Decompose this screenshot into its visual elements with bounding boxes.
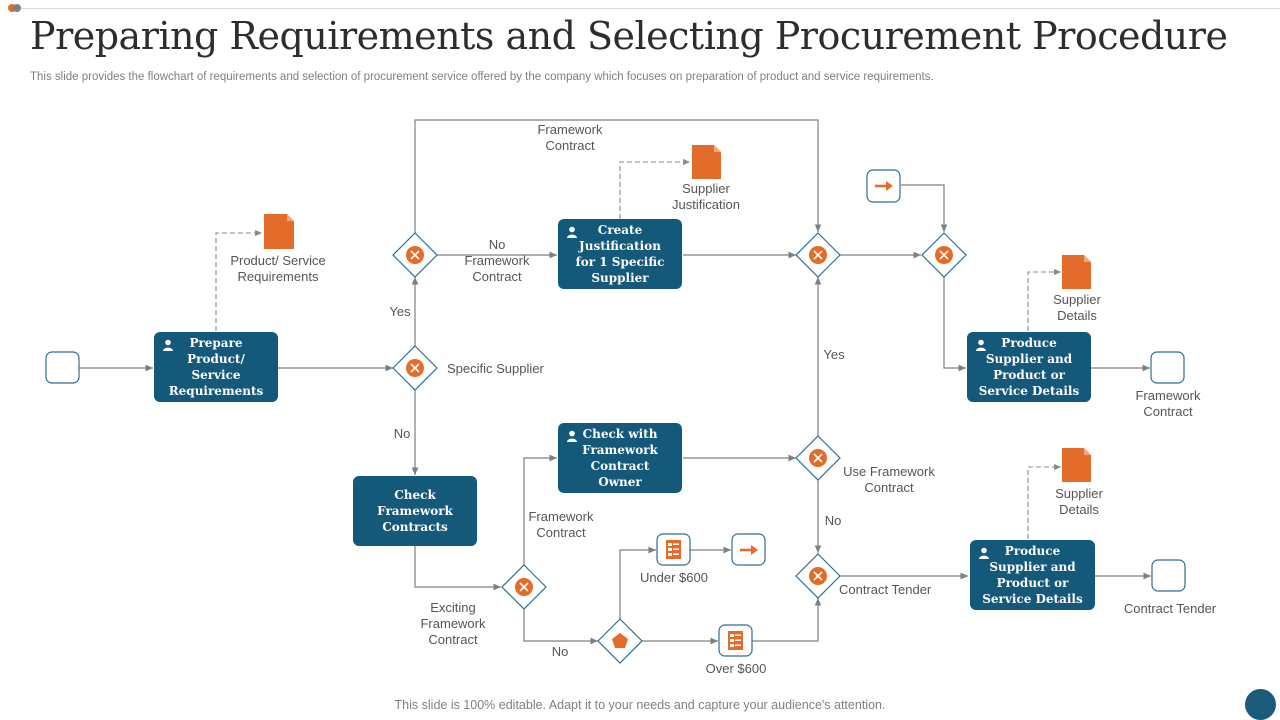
slide-subtitle: This slide provides the flowchart of req… [30,71,934,83]
top-divider [20,8,1280,9]
task-prepare-requirements[interactable]: Prepare Product/ Service Requirements [154,332,278,402]
x-gateway-icon [795,553,841,599]
task-check-framework-owner[interactable]: Check with Framework Contract Owner [558,423,682,493]
person-icon [567,226,577,238]
label-product-requirements: Product/ Service Requirements [230,253,326,284]
association-line [1027,463,1061,539]
pentagon-icon [597,618,643,664]
label-framework-contract-end: Framework Contract [1135,388,1201,419]
document-icon [264,214,294,249]
label-contract-tender-end: Contract Tender [1123,601,1217,616]
x-gateway-icon [795,232,841,278]
arrow-right-icon [731,533,766,566]
task-produce-supplier-details-top[interactable]: Produce Supplier and Product or Service … [967,332,1091,402]
person-icon [979,547,989,559]
connector [901,184,948,232]
label-use-framework-contract: Use Framework Contract [843,464,935,495]
task-label: Check with Framework Contract Owner [582,427,658,489]
label-under-600: Under $600 [640,570,708,585]
footer-note: This slide is 100% editable. Adapt it to… [394,698,886,712]
connector [619,546,656,619]
connector [414,546,501,591]
label-supplier-details-bottom: Supplier Details [1055,486,1103,517]
association-line [1027,268,1061,331]
label-exciting-framework-contract: Exciting Framework Contract [420,600,486,647]
start-event [45,351,80,384]
association-line [215,229,262,331]
label-contract-tender-gateway: Contract Tender [839,582,932,597]
x-gateway-icon [392,232,438,278]
document-icon [1062,448,1091,482]
end-event-framework-contract [1150,351,1185,384]
connector [523,454,557,565]
corner-badge [1245,689,1276,720]
x-gateway-icon [795,435,841,481]
connector [414,119,822,233]
x-gateway-icon [501,564,547,610]
connector [523,609,598,645]
form-icon [656,533,691,566]
label-specific-supplier: Specific Supplier [447,361,544,376]
task-produce-supplier-details-bottom[interactable]: Produce Supplier and Product or Service … [970,540,1095,610]
person-icon [163,339,173,351]
arrow-right-icon [866,169,901,203]
label-framework-contract-mid: Framework Contract [528,509,594,540]
task-label: Produce Supplier and Product or Service … [978,336,1080,398]
document-icon [1062,255,1091,289]
connector [752,598,822,642]
label-yes-right: Yes [823,347,845,362]
x-gateway-icon [921,232,967,278]
label-supplier-justification: Supplier Justification [672,181,740,212]
label-no-bottom: No [551,644,569,659]
label-no-left: No [393,426,411,441]
task-label: Prepare Product/ Service Requirements [168,336,264,398]
x-gateway-icon [392,345,438,391]
person-icon [567,430,577,442]
label-over-600: Over $600 [705,661,767,676]
label-supplier-details-top: Supplier Details [1053,292,1101,323]
form-icon [718,624,753,657]
label-yes-left: Yes [389,304,411,319]
end-event-contract-tender [1151,559,1186,592]
slide-title: Preparing Requirements and Selecting Pro… [30,14,1228,58]
connector [943,277,966,372]
person-icon [976,339,986,351]
task-label: Check Framework Contracts [377,488,453,534]
task-create-justification[interactable]: Create Justification for 1 Specific Supp… [558,219,682,289]
label-framework-contract-top: Framework Contract [537,122,603,153]
task-label: Create Justification for 1 Specific Supp… [575,223,665,285]
task-check-framework-contracts[interactable]: Check Framework Contracts [353,476,477,546]
label-no-right: No [824,513,842,528]
document-icon [692,145,721,179]
label-no-framework-contract: No Framework Contract [464,237,530,284]
association-line [619,158,690,219]
task-label: Produce Supplier and Product or Service … [982,544,1083,606]
